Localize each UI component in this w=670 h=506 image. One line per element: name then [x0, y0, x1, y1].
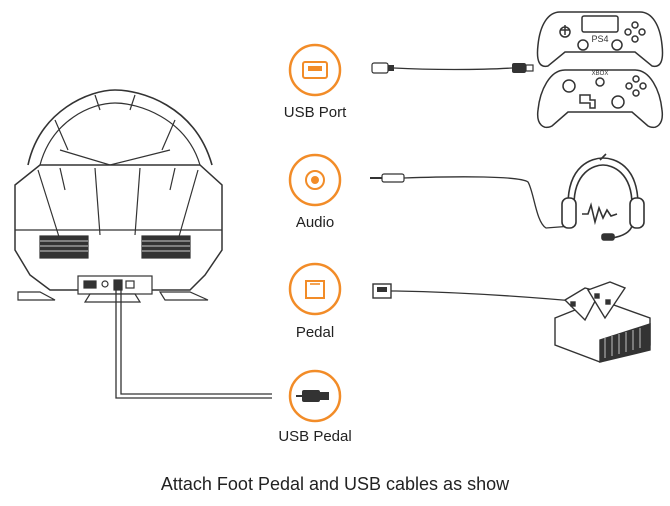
usb-plug-icon	[288, 369, 342, 423]
caption: Attach Foot Pedal and USB cables as show	[160, 474, 510, 494]
ps4-controller-illustration: PS4	[536, 11, 664, 68]
xbox-text: XBOX	[592, 71, 609, 77]
ps4-text: PS4	[591, 34, 608, 44]
pedal-label: Pedal	[295, 324, 335, 341]
usb-port-label: USB Port	[283, 104, 347, 121]
usb-pedal-label: USB Pedal	[278, 428, 352, 445]
usb-pedal-cable	[115, 290, 272, 399]
pedal-cable	[372, 283, 586, 303]
steering-wheel-illustration	[14, 89, 223, 303]
xbox-controller-illustration: XBOX	[536, 69, 664, 129]
audio-cable	[370, 173, 573, 229]
audio-jack-icon	[288, 153, 342, 207]
pedal-unit-illustration	[554, 281, 651, 363]
usb-cable	[371, 62, 534, 74]
audio-label: Audio	[295, 214, 335, 231]
usb-port-icon	[288, 43, 342, 97]
headset-illustration	[561, 153, 645, 241]
pedal-port-icon	[288, 262, 342, 316]
